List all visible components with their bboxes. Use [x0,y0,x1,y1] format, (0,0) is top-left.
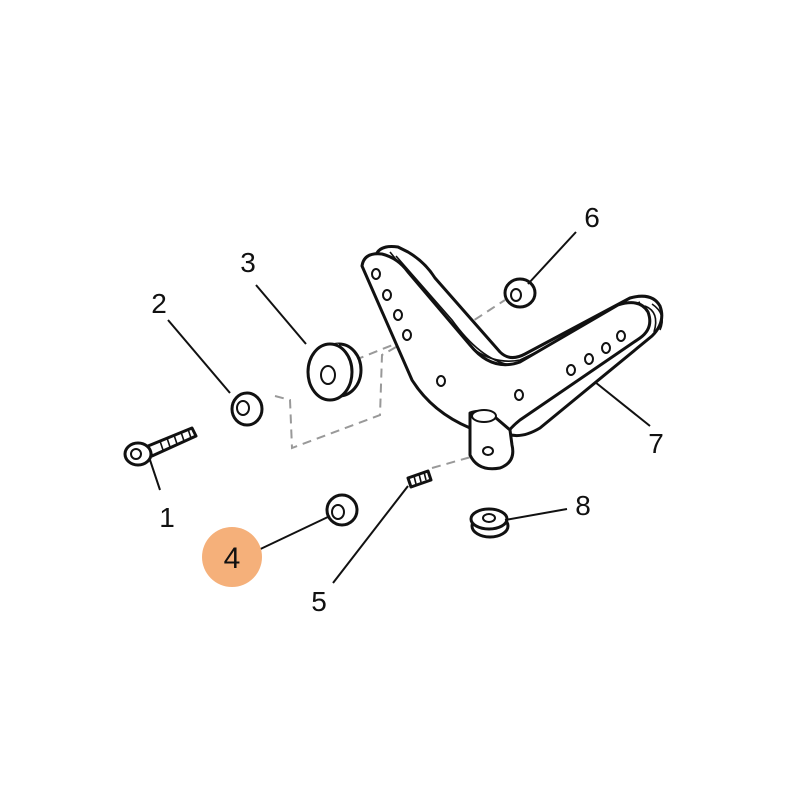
part-3-spacer[interactable] [306,342,363,402]
washer-hole [482,513,496,523]
label-4[interactable]: 4 [224,542,241,575]
bracket-end-cap [644,303,663,333]
label-5[interactable]: 5 [311,586,327,617]
part-2-nut[interactable] [230,391,264,427]
label-1[interactable]: 1 [159,502,175,533]
spacer-hole [320,365,336,385]
leader-lines [149,231,651,584]
guide-line-b [354,339,406,361]
label-7[interactable]: 7 [648,428,664,459]
guide-line-d [431,454,479,469]
part-8-washer[interactable] [469,507,510,539]
collar-top-hole [471,409,497,423]
collar-set-screw-hole [482,446,494,456]
nut-hole [236,400,250,416]
label-8[interactable]: 8 [575,490,591,521]
part-7-bracket-arm[interactable] [360,245,664,471]
screw-socket [130,448,142,460]
part-5-set-screw[interactable] [406,469,433,489]
part-labels: 1 2 3 4 5 6 7 8 [151,202,664,617]
guide-line-a [274,341,406,450]
highlight-marker [202,527,262,587]
nut-hole [510,288,522,302]
bracket-holes [371,268,626,401]
label-6[interactable]: 6 [584,202,600,233]
part-1-screw[interactable] [123,426,198,467]
thread-lines [159,428,192,451]
thread-lines [413,471,427,485]
label-3[interactable]: 3 [240,247,256,278]
part-4-nut[interactable] [325,493,359,527]
label-2[interactable]: 2 [151,288,167,319]
nut-hole [331,504,345,520]
part-6-lock-nut[interactable] [503,277,537,309]
